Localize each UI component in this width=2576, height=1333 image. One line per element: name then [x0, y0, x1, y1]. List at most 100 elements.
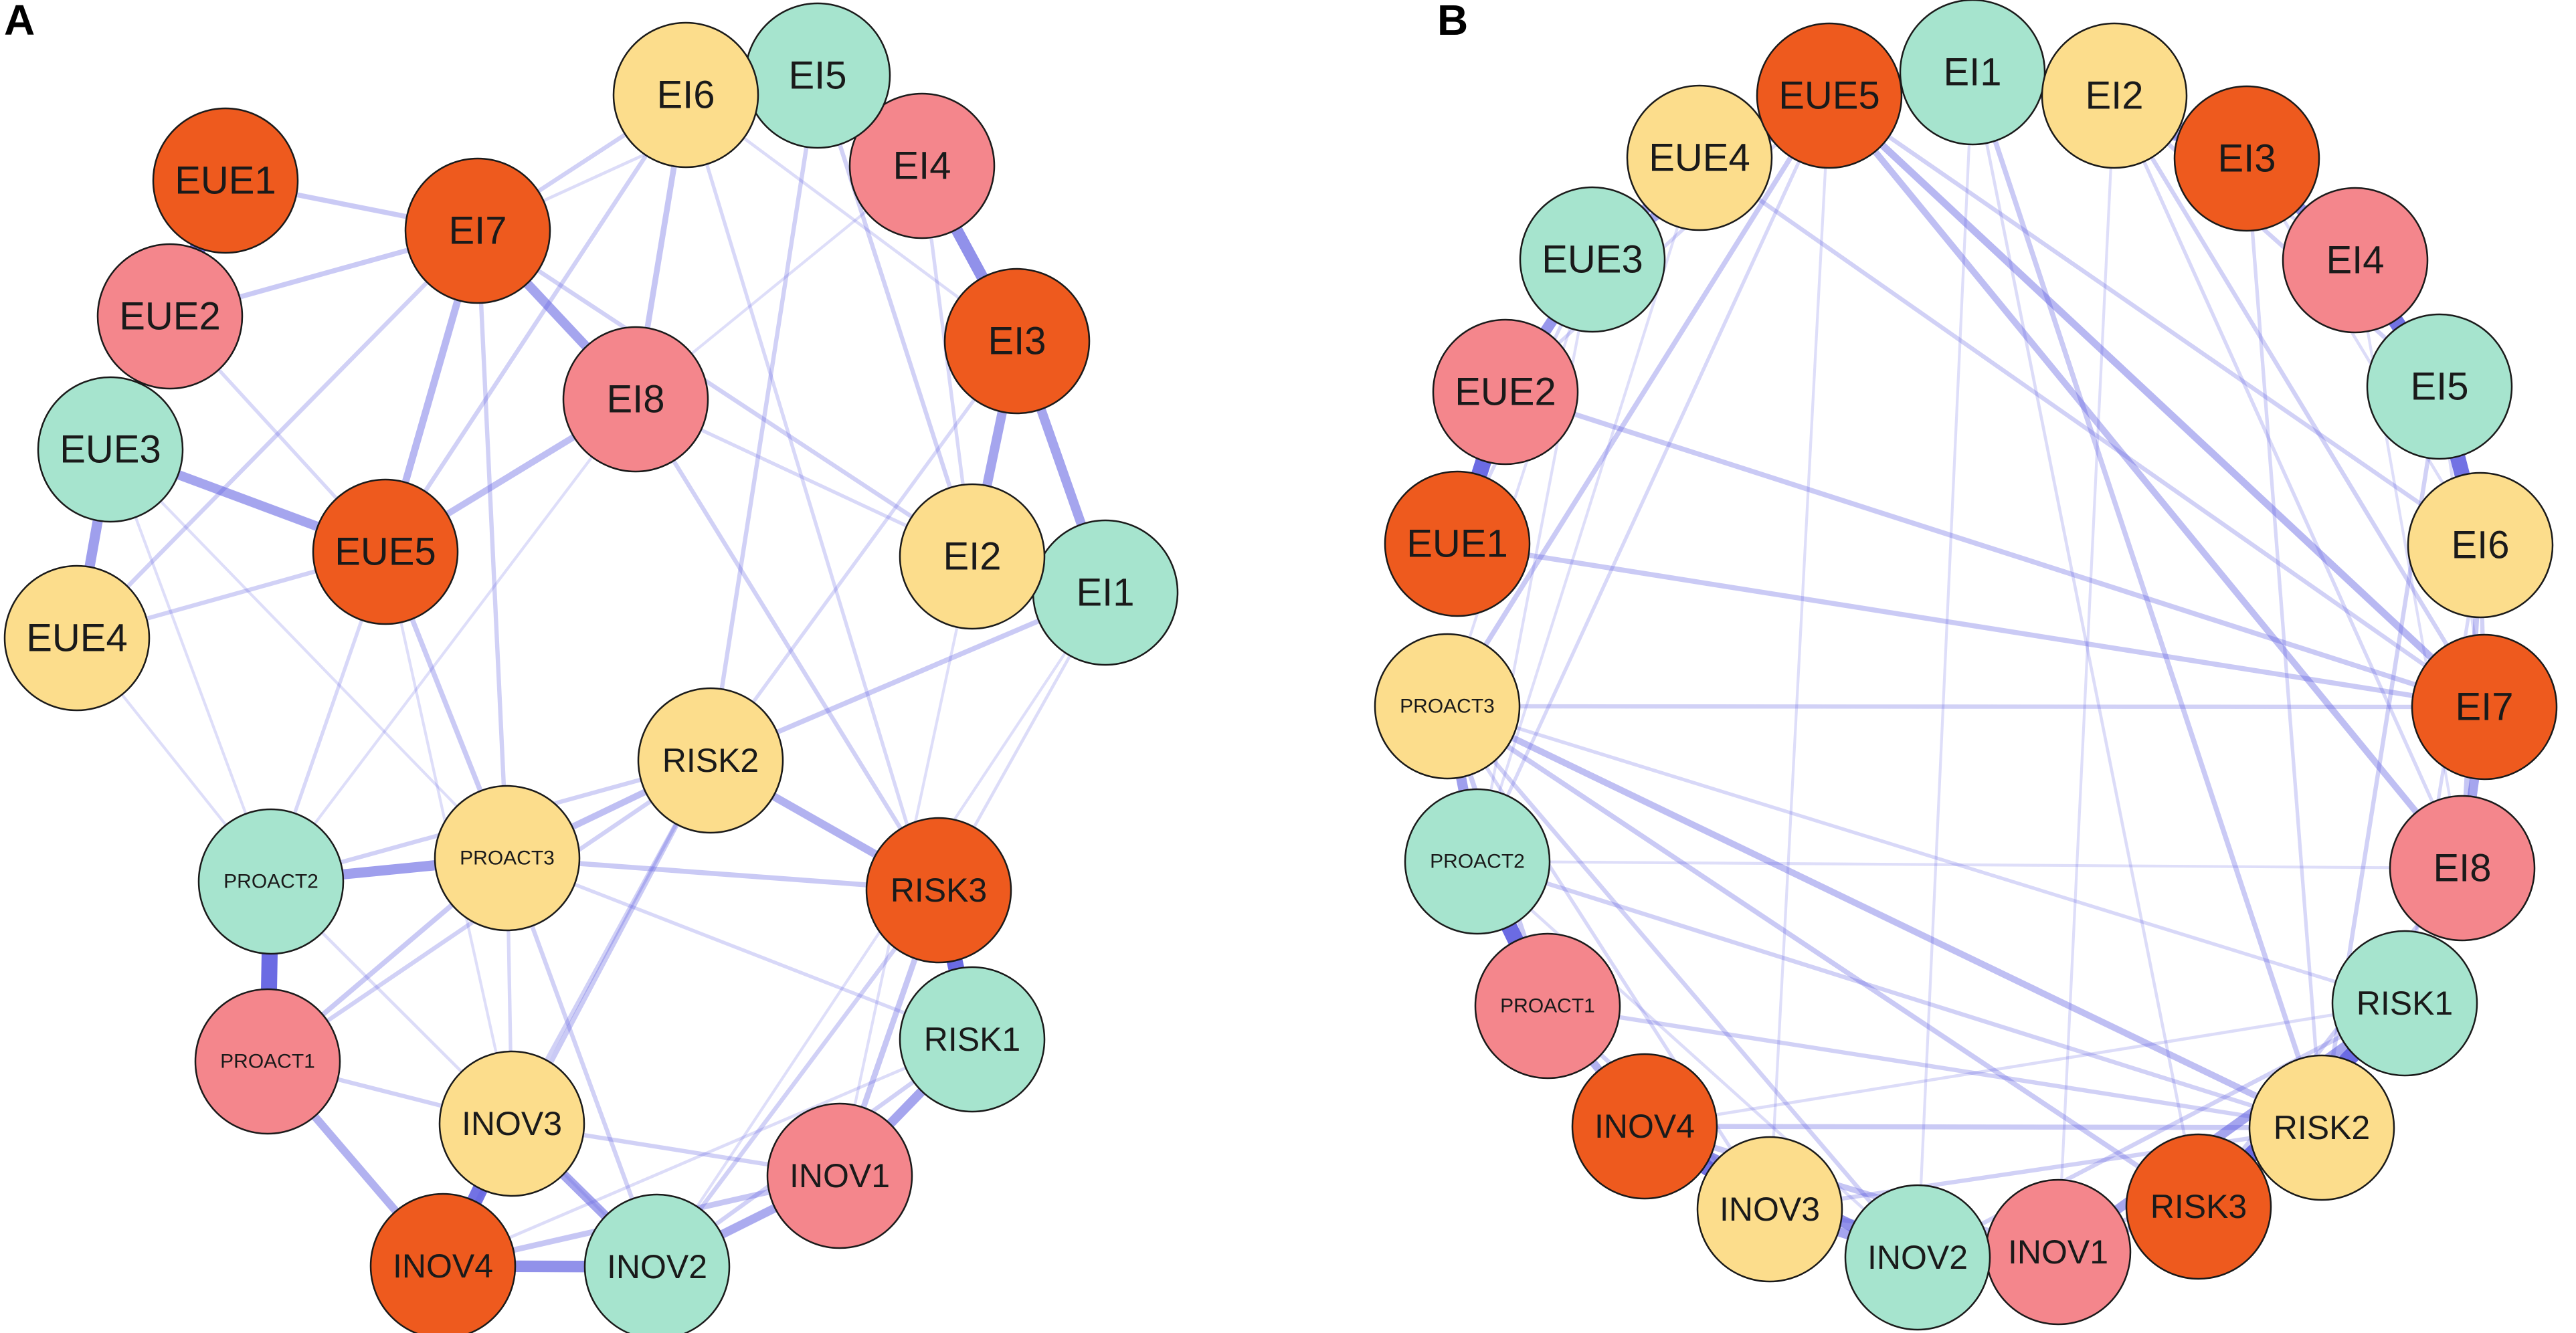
node-circle-risk2-a: [637, 687, 784, 834]
node-label-eue5-a: EUE5: [335, 530, 436, 574]
node-circle-eue3-a: [37, 376, 184, 523]
node-proact2-a: PROACT2: [197, 808, 345, 955]
edge-risk2-inov4-b: [1642, 1124, 2324, 1130]
node-layer-b: EUE1EUE2EUE3EUE4EUE5EI1EI2EI3EI4EI5EI6EI…: [1374, 0, 2558, 1331]
edge-ei5-ei2-a: [815, 73, 975, 559]
edge-risk2-ei5-a: [708, 73, 820, 763]
node-ei6-b: EI6: [2407, 472, 2554, 619]
node-label-risk3-b: RISK3: [2150, 1188, 2247, 1225]
node-label-proact1-a: PROACT1: [220, 1051, 315, 1073]
network-panel-b: EUE1EUE2EUE3EUE4EUE5EI1EI2EI3EI4EI5EI6EI…: [1374, 0, 2558, 1331]
node-ei3-a: EI3: [943, 268, 1091, 415]
node-label-ei1-a: EI1: [1076, 571, 1134, 615]
panel-letter-a: A: [4, 0, 35, 44]
node-circle-risk2-b: [2248, 1054, 2395, 1201]
edge-eue5-proact3-b: [1445, 93, 1832, 709]
node-label-inov3-a: INOV3: [462, 1105, 562, 1142]
node-label-eue4-a: EUE4: [26, 617, 128, 660]
node-label-ei3-a: EI3: [988, 320, 1046, 363]
edge-ei7-ei2-a: [475, 228, 975, 559]
node-ei6-a: EI6: [612, 21, 759, 169]
node-ei7-b: EI7: [2411, 633, 2558, 781]
node-circle-ei4-a: [848, 92, 996, 239]
node-circle-eue4-b: [1626, 84, 1773, 231]
edge-ei8-proact2-b: [1475, 859, 2464, 870]
node-circle-ei3-a: [943, 268, 1091, 415]
node-eue1-b: EUE1: [1384, 470, 1531, 617]
node-label-risk2-b: RISK2: [2274, 1109, 2371, 1146]
edge-ei7-proact3-a: [475, 228, 510, 861]
node-label-eue2-a: EUE2: [119, 295, 221, 338]
edge-ei2-inov1-b: [2056, 94, 2116, 1254]
node-circle-inov1-a: [766, 1102, 913, 1249]
node-circle-proact2-a: [197, 808, 345, 955]
edge-proact2-risk2-b: [1475, 859, 2324, 1130]
node-label-risk1-b: RISK1: [2357, 985, 2454, 1022]
node-ei4-a: EI4: [848, 92, 996, 239]
edge-ei8-proact2-a: [269, 397, 638, 884]
edge-ei3-risk2-b: [2245, 157, 2324, 1130]
node-circle-ei6-a: [612, 21, 759, 169]
edge-eue2-ei7-b: [1503, 389, 2487, 710]
node-label-ei2-a: EI2: [943, 535, 1001, 579]
node-ei1-b: EI1: [1899, 0, 2046, 146]
node-inov2-a: INOV2: [583, 1193, 731, 1333]
edge-inov4-risk1-a: [441, 1037, 974, 1268]
edge-ei6-risk1-b: [2403, 543, 2482, 1005]
node-circle-proact3-a: [434, 785, 581, 932]
node-risk3-a: RISK3: [865, 817, 1012, 964]
node-circle-eue2-b: [1432, 318, 1579, 466]
node-ei5-a: EI5: [744, 2, 891, 149]
node-inov1-a: INOV1: [766, 1102, 913, 1249]
node-proact3-b: PROACT3: [1374, 633, 1521, 780]
node-label-ei2-b: EI2: [2085, 74, 2143, 118]
node-label-proact2-b: PROACT2: [1430, 851, 1525, 873]
node-label-inov2-b: INOV2: [1867, 1239, 1968, 1276]
node-circle-inov3-b: [1696, 1136, 1843, 1283]
node-label-proact3-a: PROACT3: [460, 847, 555, 869]
edge-proact3-inov2-b: [1445, 704, 1920, 1260]
node-eue5-a: EUE5: [312, 478, 459, 625]
node-eue2-a: EUE2: [96, 243, 244, 390]
edge-inov4-risk1-b: [1643, 1001, 2407, 1128]
node-risk3-b: RISK3: [2125, 1133, 2272, 1280]
node-circle-inov3-a: [438, 1050, 585, 1197]
node-label-ei8-a: EI8: [606, 378, 664, 421]
node-proact1-a: PROACT1: [194, 988, 341, 1135]
node-label-ei5-b: EI5: [2410, 365, 2468, 409]
edge-eue3-proact3-a: [108, 447, 509, 860]
node-circle-eue3-b: [1519, 186, 1666, 333]
node-label-eue4-b: EUE4: [1649, 136, 1750, 180]
node-circle-eue1-b: [1384, 470, 1531, 617]
node-ei7-a: EI7: [404, 157, 551, 304]
edge-ei6-eue5-a: [383, 92, 688, 554]
node-eue5-b: EUE5: [1756, 22, 1903, 169]
edge-ei3-risk2-a: [709, 339, 1019, 762]
node-circle-eue4-a: [3, 565, 151, 712]
edge-eue5-proact2-b: [1475, 94, 1831, 863]
node-risk2-b: RISK2: [2248, 1054, 2395, 1201]
edge-eue1-ei7-b: [1455, 541, 2487, 710]
edge-ei1-inov2-b: [1916, 70, 1974, 1259]
node-label-inov3-b: INOV3: [1720, 1191, 1820, 1228]
edge-risk2-proact1-b: [1545, 1003, 2324, 1130]
node-eue2-b: EUE2: [1432, 318, 1579, 466]
edge-eue3-proact2-a: [108, 447, 273, 884]
node-circle-ei8-a: [562, 326, 709, 473]
edge-risk3-inov2-a: [654, 888, 941, 1269]
node-label-eue1-b: EUE1: [1406, 522, 1508, 566]
node-label-ei7-a: EI7: [448, 209, 507, 253]
node-proact3-a: PROACT3: [434, 785, 581, 932]
node-eue1-a: EUE1: [152, 107, 299, 254]
node-layer-a: EUE1EUE2EUE3EUE4EUE5EI1EI2EI3EI4EI5EI6EI…: [3, 2, 1179, 1333]
node-label-ei8-b: EI8: [2433, 847, 2491, 890]
node-label-proact3-b: PROACT3: [1400, 696, 1495, 718]
node-label-ei6-b: EI6: [2451, 524, 2509, 567]
edge-eue5-ei8-b: [1826, 92, 2466, 871]
node-label-inov1-a: INOV1: [790, 1157, 890, 1195]
edge-ei7-ei2-b: [2112, 93, 2487, 710]
edge-eue5-inov3-b: [1768, 94, 1831, 1211]
network-panel-a: EUE1EUE2EUE3EUE4EUE5EI1EI2EI3EI4EI5EI6EI…: [3, 2, 1179, 1333]
node-label-eue1-a: EUE1: [175, 159, 276, 203]
node-ei8-b: EI8: [2389, 795, 2536, 942]
